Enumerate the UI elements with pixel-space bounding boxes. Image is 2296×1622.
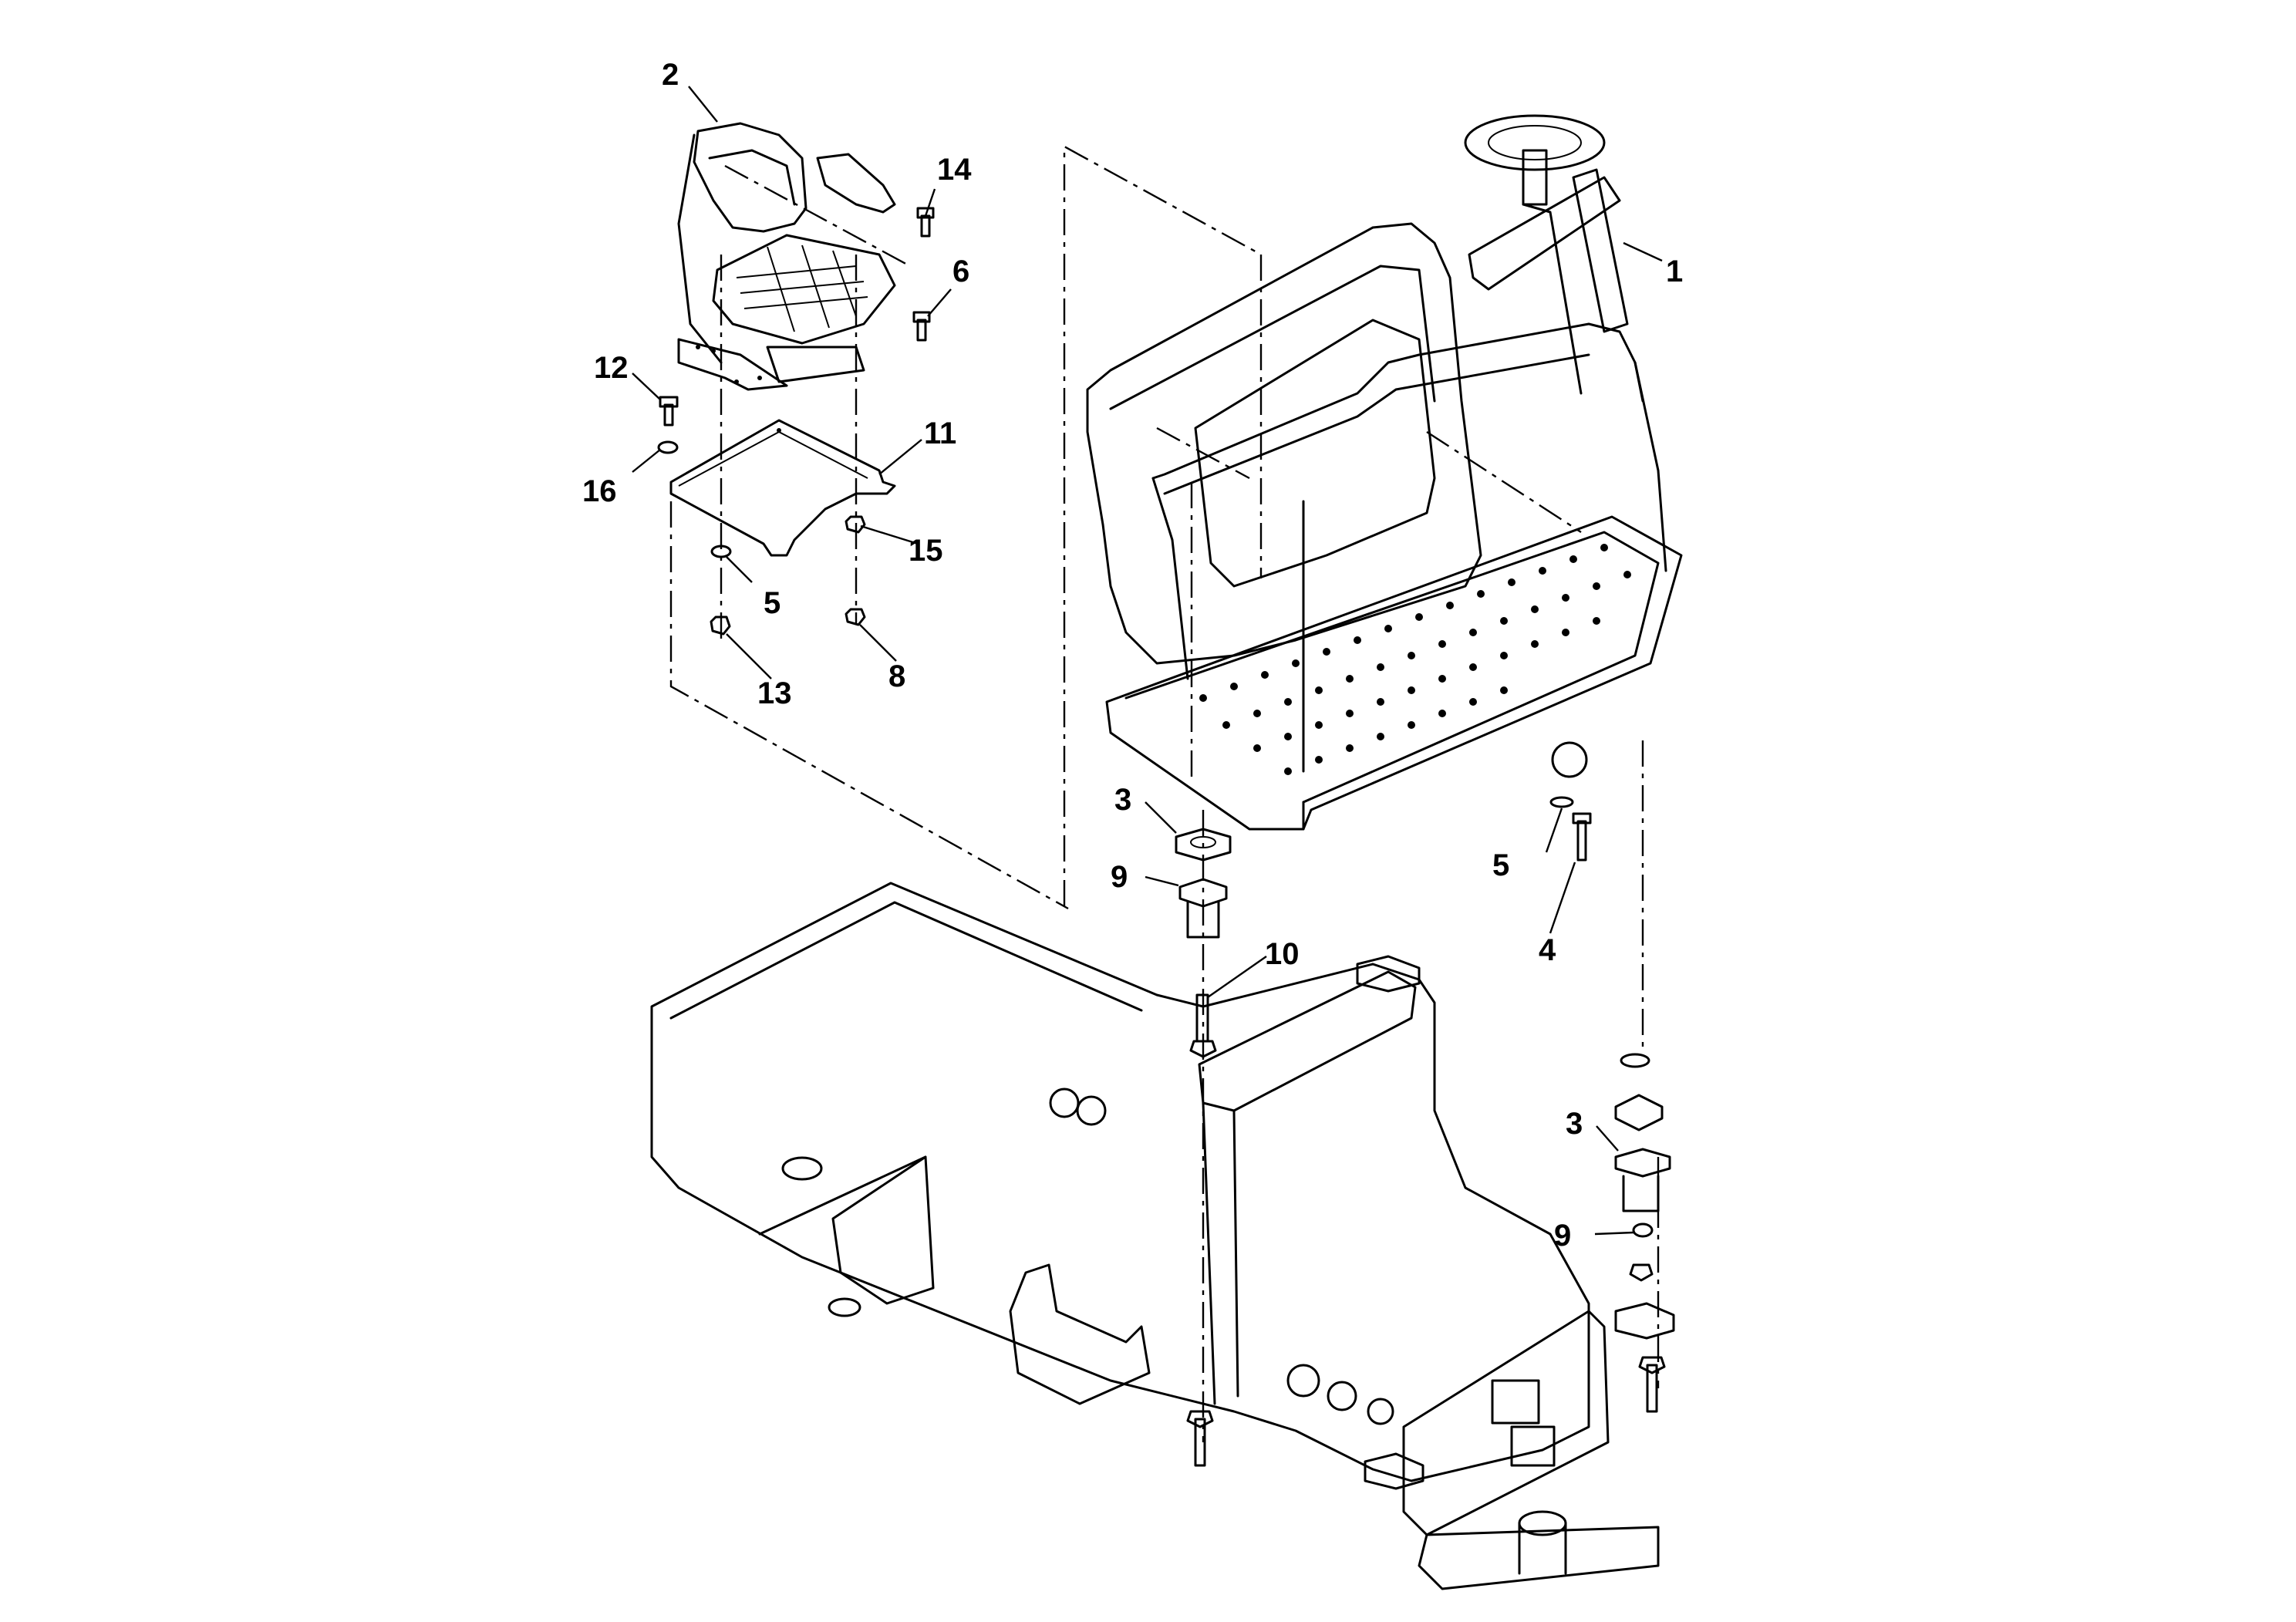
callout-5-platform: 5 [1492,848,1509,882]
seat-fasteners [657,207,935,636]
operator-platform [1086,114,1683,831]
callout-1: 1 [1666,255,1683,288]
callout-15: 15 [909,534,943,568]
callout-14: 14 [937,153,972,187]
callout-5-seat: 5 [764,586,781,620]
callout-9-right: 9 [1554,1219,1571,1253]
seat-mounting-plate [669,419,896,557]
callout-12: 12 [594,351,629,385]
callout-3-right: 3 [1566,1107,1583,1141]
left-mount-stack [1175,828,1232,1058]
callout-2: 2 [662,58,679,92]
right-mount-stack [1186,796,1671,1467]
leader-lines [632,86,1663,1236]
callout-9-left: 9 [1111,860,1128,894]
callout-6: 6 [952,255,969,288]
callout-10: 10 [1265,937,1300,971]
floor-grid [1199,544,1631,775]
callout-13: 13 [757,676,792,710]
main-frame [650,882,1675,1590]
callout-labels: 1 2 3 3 4 5 5 6 8 9 9 10 11 12 13 14 15 … [582,58,1683,1253]
callout-3-left: 3 [1114,783,1131,817]
callout-16: 16 [582,474,617,508]
operator-seat [677,122,896,391]
callout-8: 8 [888,659,905,693]
callout-4: 4 [1539,933,1556,967]
callout-11: 11 [924,416,956,450]
